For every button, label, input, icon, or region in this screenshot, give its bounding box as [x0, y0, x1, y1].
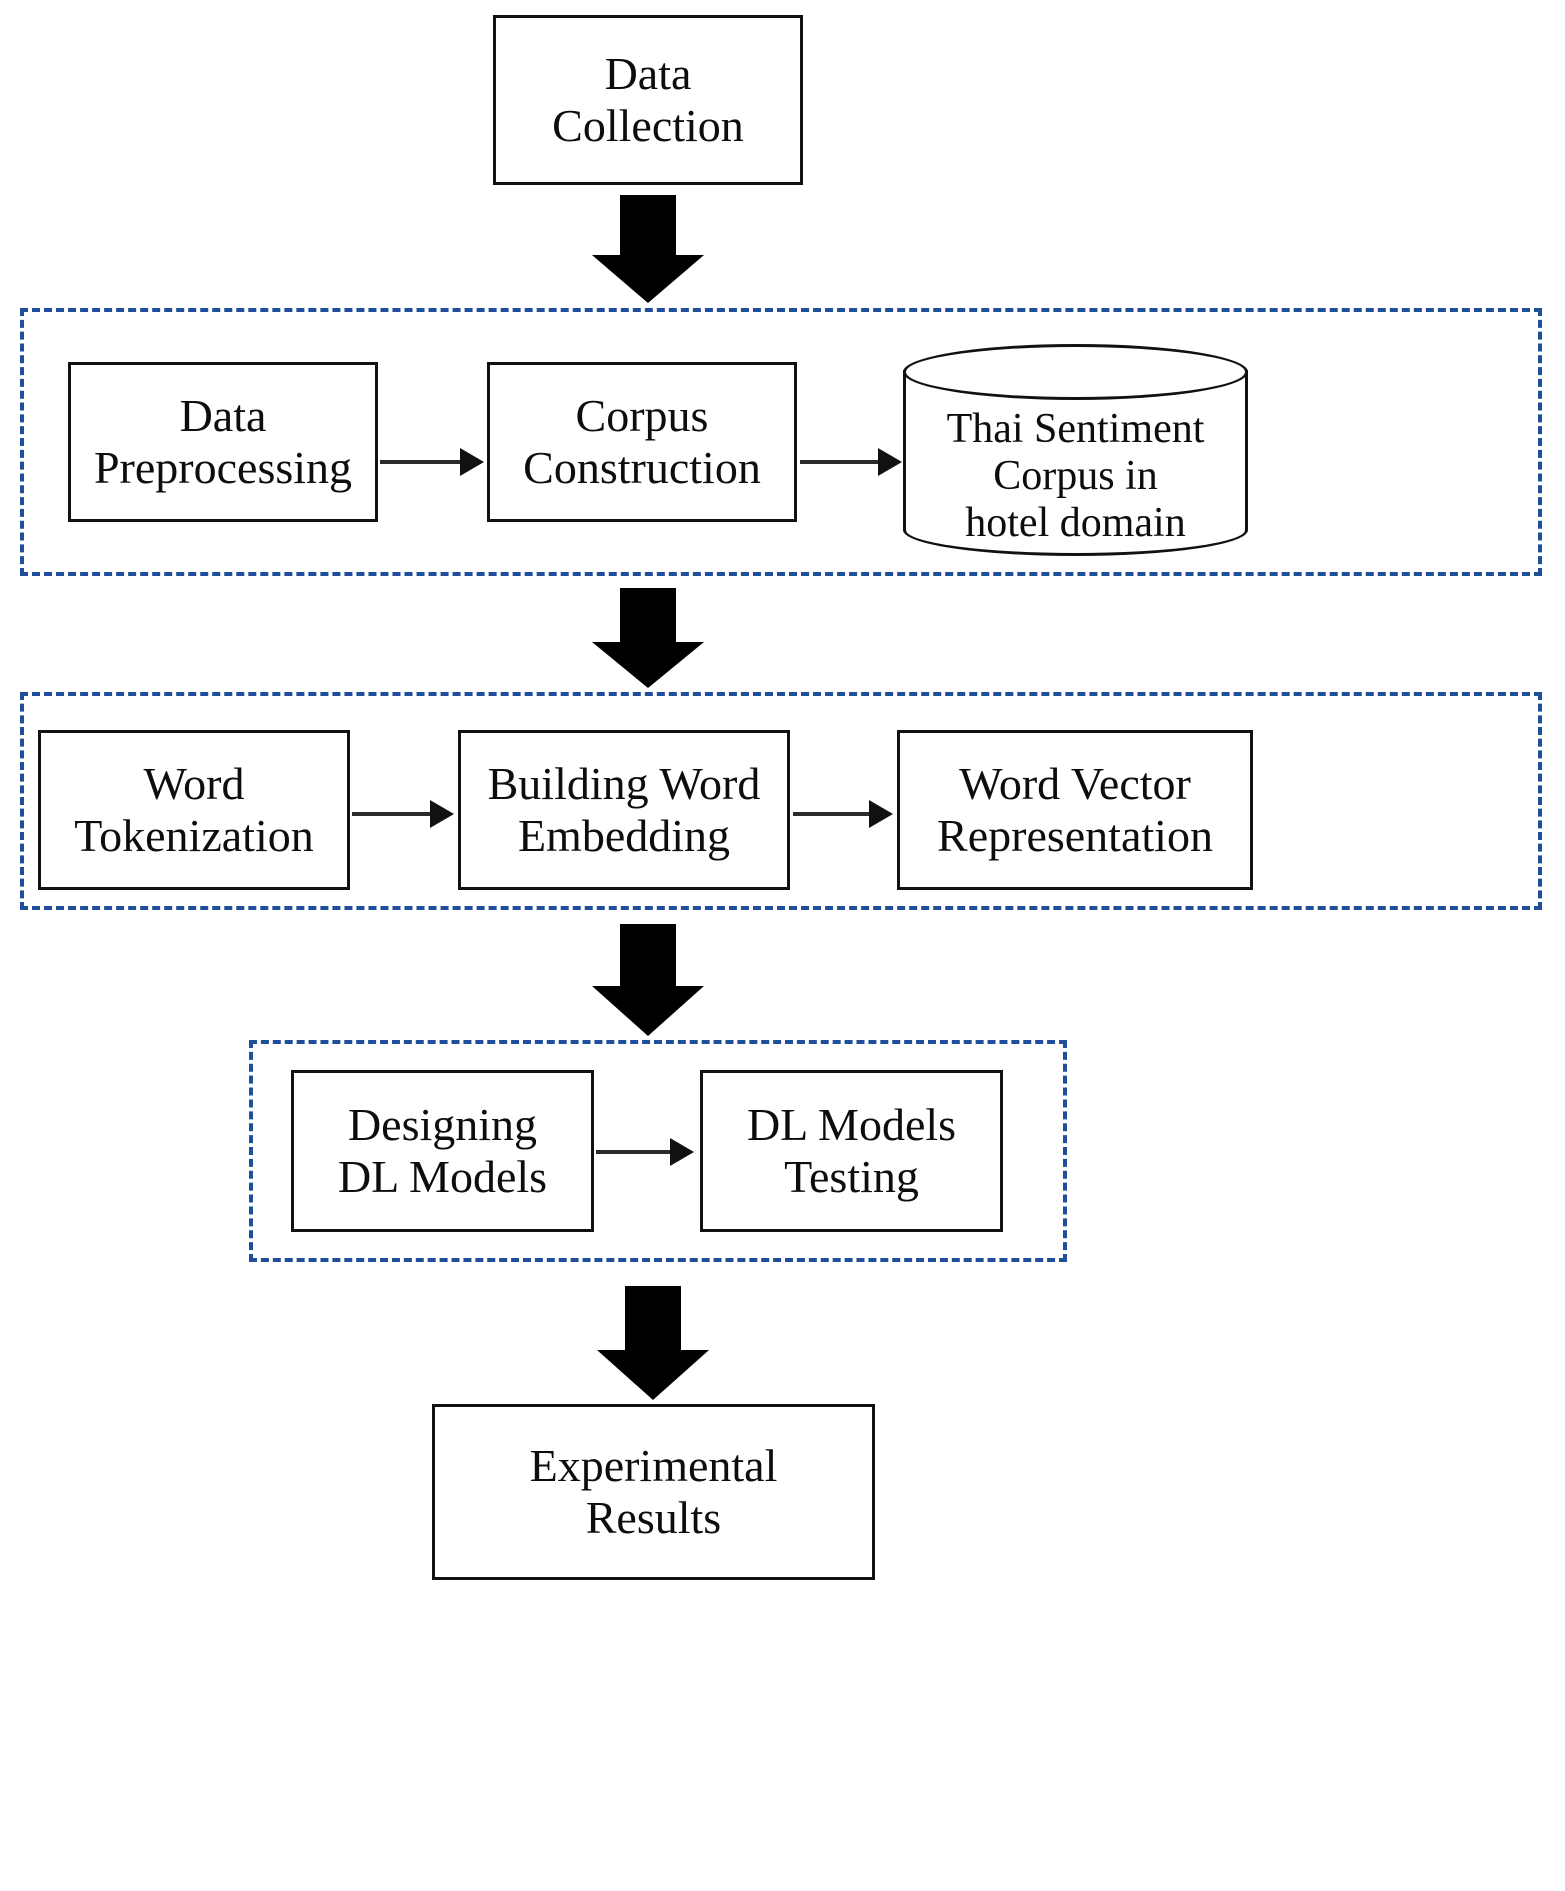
arrow-designing-to-testing	[596, 1138, 694, 1166]
block-arrow-head	[597, 1350, 709, 1400]
group-modeling-stage	[249, 1040, 1067, 1262]
block-arrow-stem	[620, 924, 676, 988]
cylinder-body	[903, 370, 1248, 556]
arrow-embedding-to-vector	[793, 800, 893, 828]
block-arrow-collection-to-corpus	[592, 195, 704, 303]
block-arrow-head	[592, 255, 704, 303]
cylinder-top-ellipse	[903, 344, 1248, 400]
block-arrow-head	[592, 986, 704, 1036]
block-arrow-stem	[625, 1286, 681, 1350]
block-arrow-modeling-to-results	[597, 1286, 709, 1400]
group-embedding-stage	[20, 692, 1542, 910]
block-arrow-corpus-to-embedding	[592, 588, 704, 688]
arrow-tokenization-to-embedding	[352, 800, 454, 828]
block-arrow-embedding-to-modeling	[592, 924, 704, 1036]
block-arrow-head	[592, 642, 704, 688]
block-arrow-stem	[620, 195, 676, 257]
arrow-construction-to-corpus-db	[800, 448, 902, 476]
group-corpus-stage	[20, 308, 1542, 576]
block-arrow-stem	[620, 588, 676, 644]
arrow-preprocessing-to-construction	[380, 448, 484, 476]
